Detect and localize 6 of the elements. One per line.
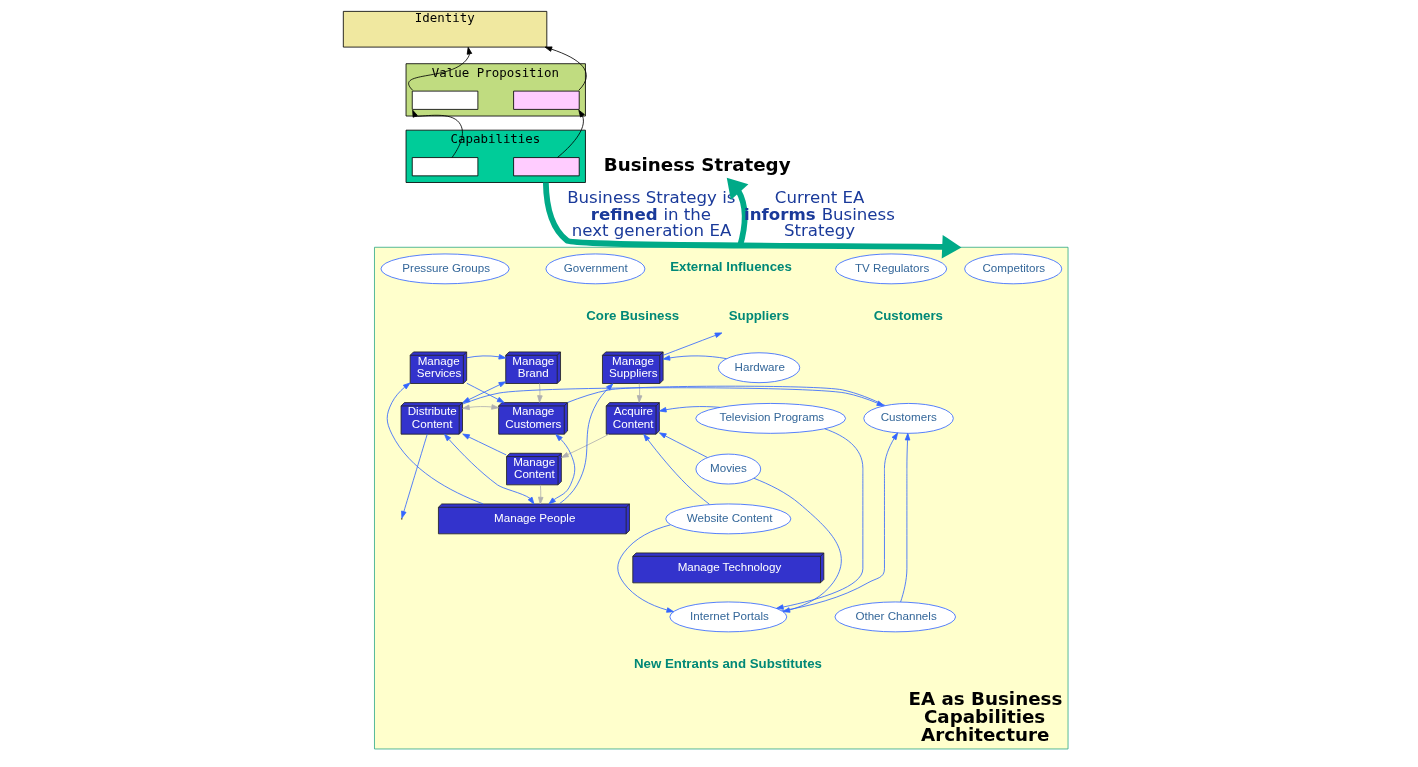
node-text: Core Business: [586, 308, 680, 324]
node-text: Business Strategy: [603, 153, 791, 175]
node-text: External Influences: [670, 259, 792, 275]
node-text: New Entrants and Substitutes: [634, 656, 823, 672]
node-text: Customers: [873, 308, 943, 324]
node-text: Suppliers: [728, 308, 790, 324]
